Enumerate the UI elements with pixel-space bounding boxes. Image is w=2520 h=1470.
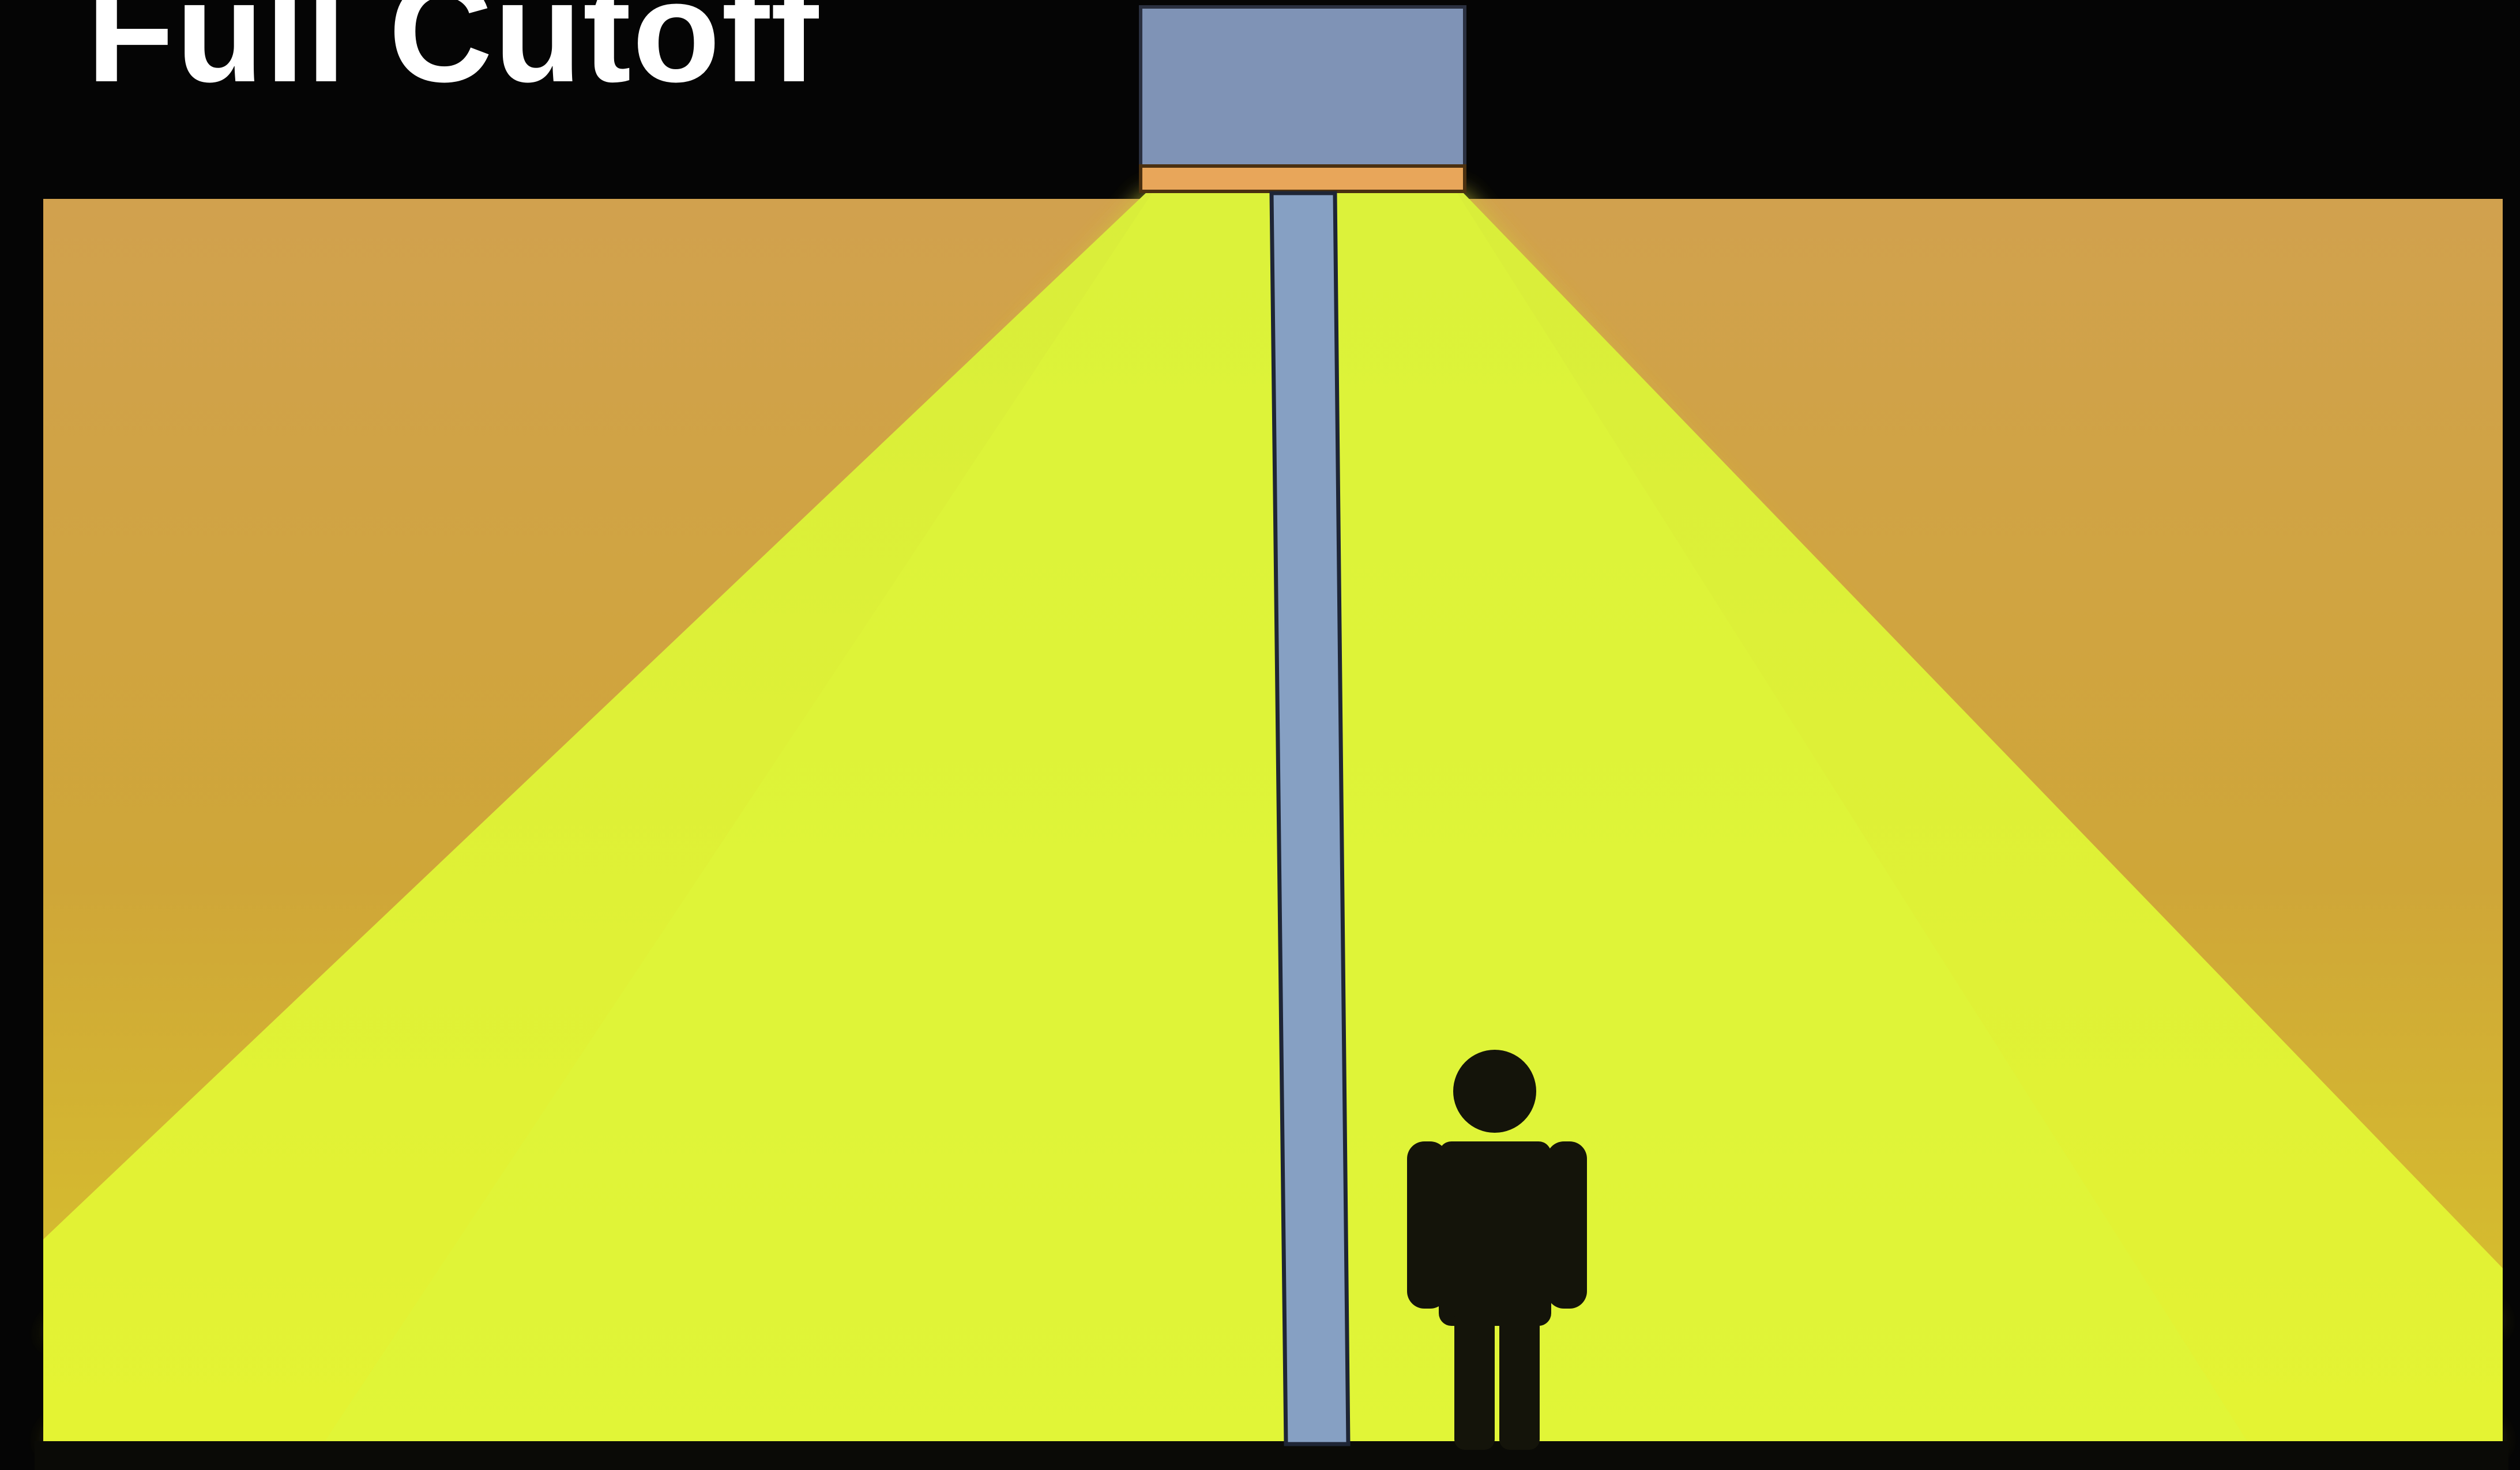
luminaire-housing — [1141, 7, 1465, 167]
pole-icon — [1272, 193, 1348, 1444]
person-left-arm — [1407, 1141, 1447, 1309]
person-torso — [1439, 1141, 1551, 1326]
luminaire-lens — [1141, 166, 1465, 191]
ground-line — [35, 1441, 2508, 1470]
person-right-arm — [1547, 1141, 1587, 1309]
luminaire-icon — [1141, 7, 1465, 191]
pole — [1272, 193, 1348, 1444]
person-head — [1453, 1050, 1536, 1133]
person-right-leg — [1499, 1309, 1540, 1450]
person-left-leg — [1454, 1309, 1495, 1450]
